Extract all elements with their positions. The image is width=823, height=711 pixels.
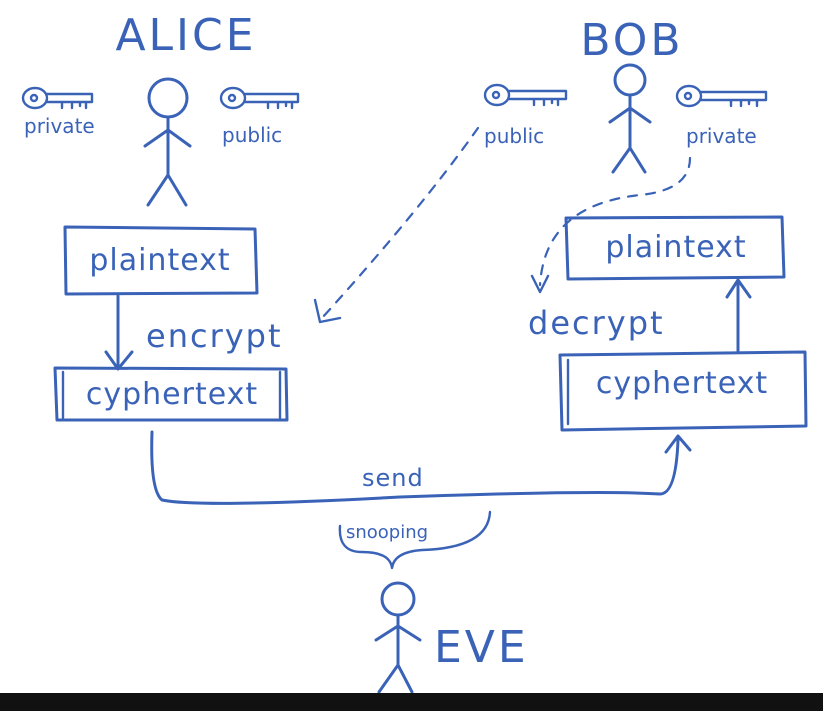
send-path-arrow-icon [150,430,692,505]
bob-private-label: private [686,124,757,148]
bob-title: BOB [580,15,683,66]
alice-private-key-icon [21,86,94,110]
snooping-brace-icon [338,510,492,570]
alice-ciphertext-label: cyphertext [86,377,258,412]
alice-public-key-icon [219,86,300,110]
bob-public-label: public [484,124,544,148]
alice-plaintext-label: plaintext [89,243,230,278]
bob-plaintext-box [564,215,786,281]
alice-figure-icon [143,77,192,207]
eve-title: EVE [434,622,529,673]
encrypt-label: encrypt [146,317,283,355]
bob-public-key-icon [483,83,568,107]
bob-plaintext-label: plaintext [605,230,746,265]
snooping-label: snooping [346,522,428,543]
send-label: send [362,464,424,492]
alice-public-label: public [222,123,282,147]
bob-figure-icon [608,63,652,174]
bob-public-key-to-encrypt-dashed-arrow-icon [313,126,480,324]
bob-ciphertext-box [558,350,808,432]
alice-title: ALICE [115,10,256,61]
bob-decrypt-arrow-icon [725,278,752,354]
bob-private-key-to-decrypt-dashed-arrow-icon [530,156,692,294]
alice-plaintext-box [63,225,259,296]
eve-figure-icon [374,581,422,694]
alice-ciphertext-box [53,366,289,422]
bob-private-key-icon [675,84,768,108]
decrypt-label: decrypt [528,304,665,342]
alice-private-label: private [24,114,95,138]
footer-bar [0,693,823,711]
bob-ciphertext-label: cyphertext [596,366,768,401]
alice-encrypt-arrow-icon [104,294,134,371]
